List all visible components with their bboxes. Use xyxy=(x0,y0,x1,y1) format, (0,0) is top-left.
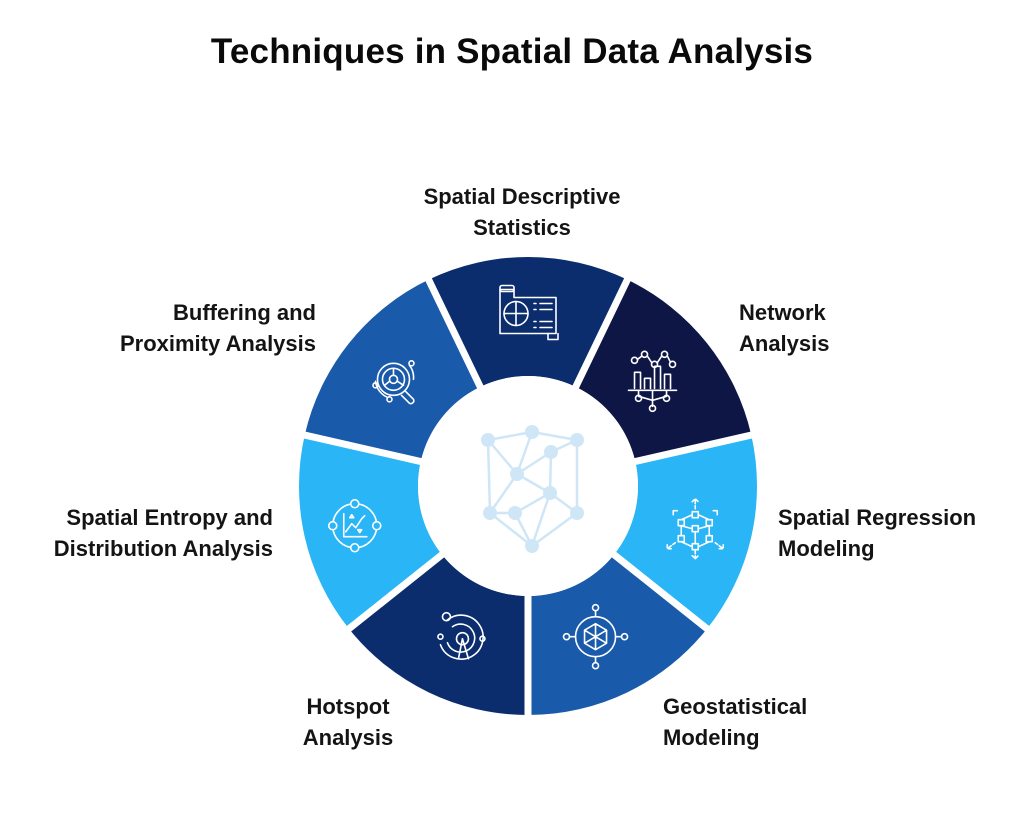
center-icon-edge xyxy=(531,430,578,442)
center-icon-node xyxy=(508,506,522,520)
label-spatial-regression-modeling: Spatial Regression Modeling xyxy=(778,502,976,564)
radar-pin-icon xyxy=(437,611,486,660)
center-icon-node xyxy=(510,467,524,481)
label-line: Spatial Descriptive xyxy=(423,184,621,209)
label-line: Analysis xyxy=(302,725,394,750)
diagram-title: Techniques in Spatial Data Analysis xyxy=(210,32,814,71)
center-circle xyxy=(418,376,638,596)
segment-divider xyxy=(423,274,486,393)
center-icon-node xyxy=(570,506,584,520)
segment-divider xyxy=(570,274,633,393)
label-line: Spatial Entropy and xyxy=(66,505,273,530)
label-buffering-proximity-analysis: Buffering and Proximity Analysis xyxy=(120,297,316,359)
center-icon-edge xyxy=(488,473,519,514)
segment-network-analysis xyxy=(575,279,752,462)
center-icon-edge xyxy=(515,431,534,475)
center-icon-node xyxy=(483,506,497,520)
label-geostatistical-modeling: Geostatistical Modeling xyxy=(663,691,807,753)
segment-buffering-proximity-analysis xyxy=(304,279,481,462)
label-line: Spatial Regression xyxy=(778,505,977,530)
label-line: Geostatistical xyxy=(663,694,808,719)
center-icon-edge xyxy=(530,492,552,547)
segment-divider xyxy=(630,430,756,466)
segment-divider xyxy=(343,549,448,635)
segment-divider xyxy=(608,549,713,635)
label-line: Analysis xyxy=(739,331,830,356)
center-icon-node xyxy=(525,425,539,439)
label-line: Buffering and xyxy=(173,300,316,325)
cube-nodes-arrows-icon xyxy=(666,497,725,560)
center-icon-node xyxy=(544,445,558,459)
label-spatial-descriptive-statistics: Spatial Descriptive Statistics xyxy=(372,181,672,243)
label-hotspot-analysis: Hotspot Analysis xyxy=(248,691,448,753)
network-bar-chart-icon xyxy=(627,350,678,413)
label-line: Modeling xyxy=(663,725,760,750)
orbit-trend-chart-icon xyxy=(327,498,382,553)
center-icon-node xyxy=(481,433,495,447)
center-icon-node xyxy=(570,433,584,447)
label-network-analysis: Network Analysis xyxy=(739,297,830,359)
center-icon-node xyxy=(543,486,557,500)
center-icon-edge xyxy=(487,439,518,475)
center-icon-node xyxy=(525,539,539,553)
label-line: Hotspot xyxy=(306,694,390,719)
label-line: Distribution Analysis xyxy=(53,536,273,561)
network-shield-icon xyxy=(481,425,584,553)
center-icon-edge xyxy=(486,439,492,514)
map-chart-document-icon xyxy=(499,284,559,341)
label-line: Network xyxy=(739,300,826,325)
label-spatial-entropy-distribution-analysis: Spatial Entropy and Distribution Analysi… xyxy=(54,502,273,564)
segment-divider xyxy=(300,430,426,466)
magnifier-target-icon xyxy=(372,360,415,405)
center-icon-edge xyxy=(531,511,578,548)
center-icon-edge xyxy=(489,512,533,547)
label-line: Modeling xyxy=(778,536,875,561)
hexagon-compass-icon xyxy=(562,603,629,670)
label-line: Proximity Analysis xyxy=(119,331,316,356)
label-line: Statistics xyxy=(473,215,571,240)
center-icon-edge xyxy=(487,430,533,442)
segment-spatial-descriptive-statistics xyxy=(428,257,628,387)
